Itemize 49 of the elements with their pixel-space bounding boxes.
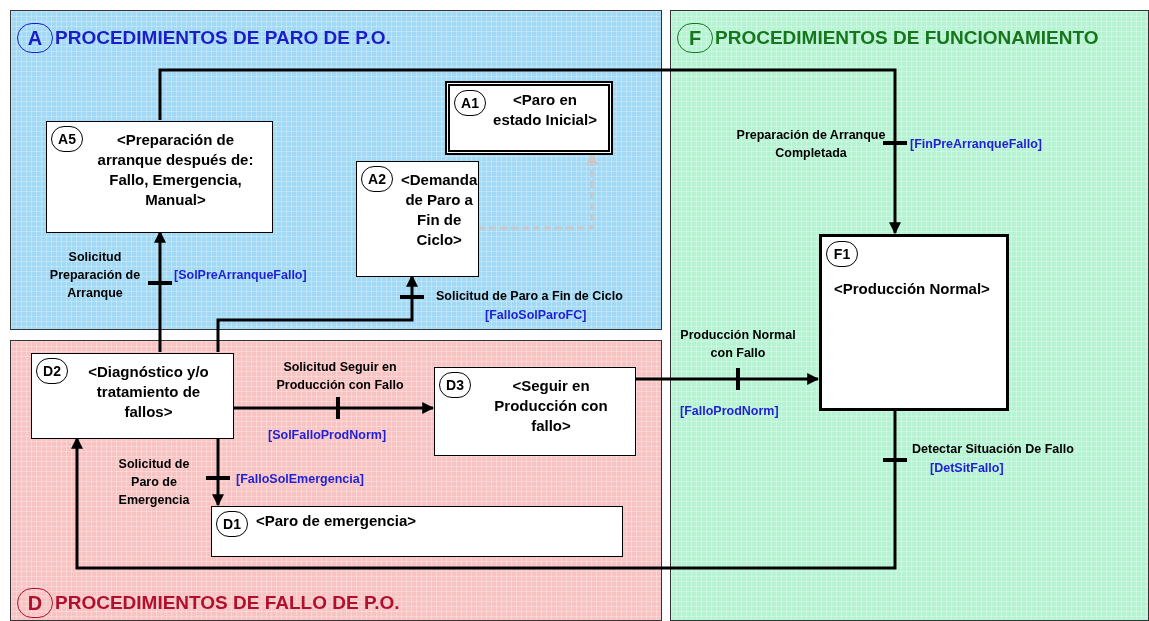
- condition-code: [FalloProdNorm]: [680, 403, 779, 420]
- step-text: <Paro de emergencia>: [255, 511, 418, 531]
- edge-label: Producción Normal con Fallo: [679, 327, 797, 362]
- zone-heading: PROCEDIMIENTOS DE FUNCIONAMIENTO: [715, 25, 1099, 50]
- step-text: <Producción Normal>: [833, 279, 991, 299]
- edge-label: Solicitud de Paro de Emergencia: [117, 456, 191, 509]
- step-box: [434, 367, 636, 456]
- connector-arrow: [158, 68, 901, 235]
- connector-arrow: [216, 274, 418, 352]
- edge-label: Detectar Situación De Fallo: [912, 441, 1075, 458]
- step-text: <Seguir en Producción con fallo>: [493, 376, 609, 436]
- step-number: D1: [216, 511, 248, 537]
- edge-label: Solicitud Seguir en Producción con Fallo: [275, 359, 405, 394]
- step-box: [31, 353, 234, 439]
- step-text: <Paro en estado Inicial>: [492, 90, 598, 130]
- connector-arrow: [212, 438, 224, 507]
- connector-arrow: [71, 410, 897, 570]
- condition-code: [FalloSolParoFC]: [485, 307, 587, 324]
- condition-code: [FalloSolEmergencia]: [236, 471, 364, 488]
- step-number: A2: [361, 166, 393, 192]
- connector-arrow: [154, 230, 166, 352]
- step-number: D2: [36, 358, 68, 384]
- step-number: A5: [51, 126, 83, 152]
- step-text: <Diagnóstico y/o tratamiento de fallos>: [87, 362, 210, 422]
- zone-panel: [10, 340, 662, 621]
- condition-code: [FinPreArranqueFallo]: [910, 136, 1042, 153]
- edge-label: Preparación de Arranque Completada: [735, 127, 887, 162]
- step-text: <Preparación de arranque después de: Fallo, Emergencia, Manual>: [96, 130, 255, 210]
- step-box: [211, 506, 623, 557]
- step-number: A1: [454, 90, 486, 116]
- connector-arrow: [478, 152, 598, 230]
- condition-code: [SolFalloProdNorm]: [268, 427, 387, 444]
- zone-panel: [670, 10, 1149, 621]
- step-text: <Demanda de Paro a Fin de Ciclo>: [400, 170, 479, 250]
- zone-heading: PROCEDIMIENTOS DE FALLO DE P.O.: [55, 590, 400, 615]
- edge-label: Solicitud de Paro a Fin de Ciclo: [436, 288, 624, 305]
- edge-label: Solicitud Preparación de Arranque: [48, 249, 142, 302]
- condition-code: [SolPreArranqueFallo]: [174, 267, 307, 284]
- step-box: [819, 234, 1009, 411]
- step-box: [445, 81, 613, 155]
- step-number: D3: [439, 372, 471, 398]
- connector-arrow: [233, 402, 435, 414]
- step-number: F1: [826, 241, 858, 267]
- zone-heading: PROCEDIMIENTOS DE PARO DE P.O.: [55, 25, 391, 50]
- step-box: [46, 121, 273, 233]
- connector-arrow: [635, 373, 820, 385]
- condition-code: [DetSitFallo]: [930, 460, 1004, 477]
- step-box: [356, 161, 479, 277]
- zone-panel: [10, 10, 662, 330]
